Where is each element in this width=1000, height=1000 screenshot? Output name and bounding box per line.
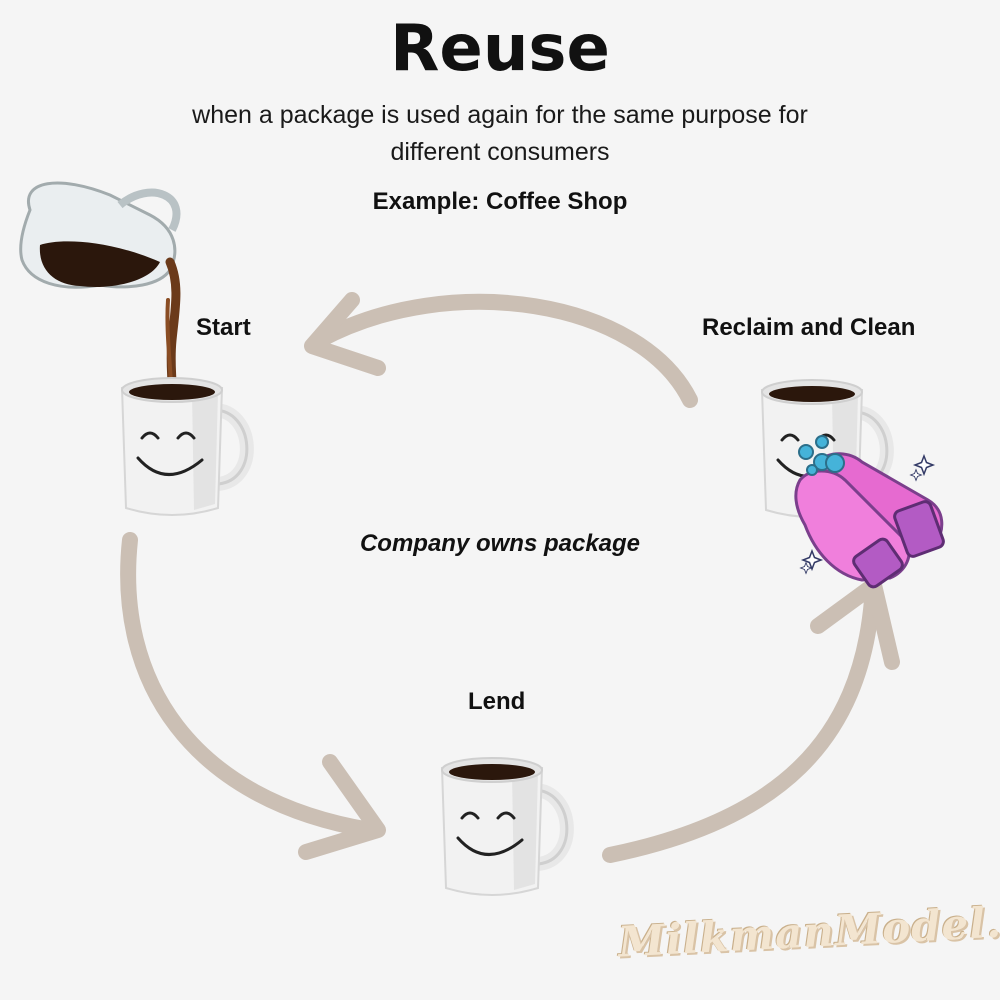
- coffee-mug-icon: [122, 378, 247, 515]
- arrowhead-lend: [298, 754, 386, 860]
- example-label: Example: Coffee Shop: [372, 188, 628, 215]
- arrowhead-reclaim: [810, 577, 900, 670]
- coffee-mug-icon: [442, 758, 567, 895]
- step-label-lend: Lend: [468, 688, 526, 715]
- step-label-reclaim: Reclaim and Clean: [702, 314, 916, 341]
- arrow-start-to-lend: [120, 532, 378, 838]
- arrow-lend-to-reclaim: [602, 592, 880, 863]
- sparkle-icon: [914, 455, 934, 475]
- rubber-gloves-icon: [794, 435, 945, 589]
- step-label-start: Start: [196, 314, 251, 341]
- coffee-pot-icon: [19, 181, 181, 390]
- sparkle-icon: [910, 469, 922, 481]
- diagram-subtitle: when a package is used again for the sam…: [192, 101, 808, 166]
- arrowhead-start: [304, 292, 386, 376]
- ownership-note: Company owns package: [359, 530, 641, 557]
- arrow-reclaim-to-start: [312, 293, 698, 408]
- diagram-title: Reuse: [390, 12, 610, 86]
